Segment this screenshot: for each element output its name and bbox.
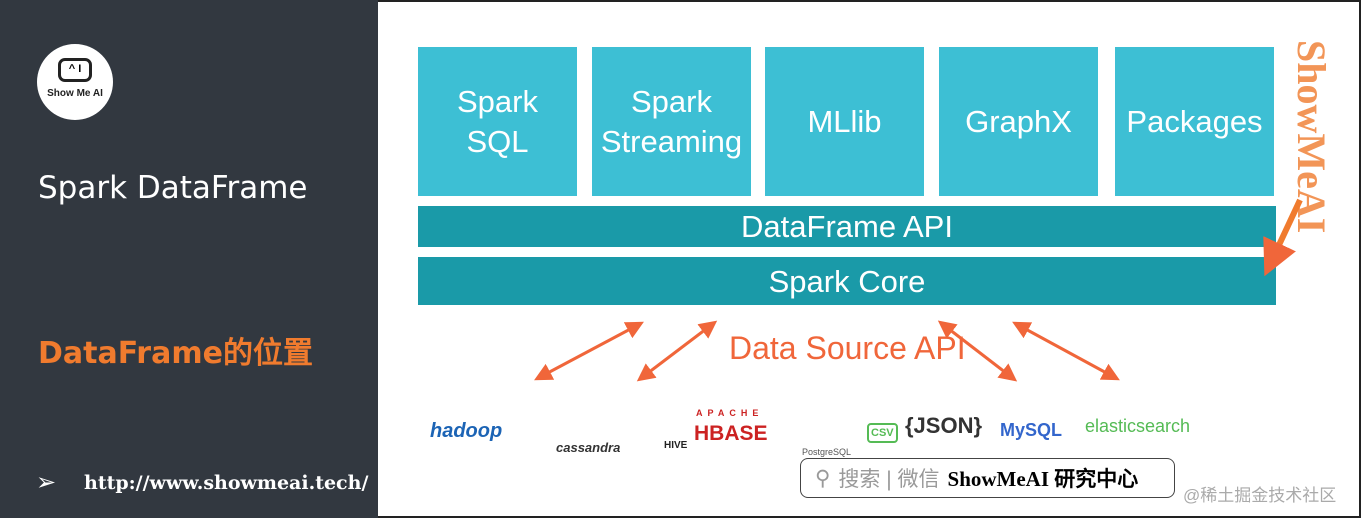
dataframe-api-bar: DataFrame API: [418, 206, 1276, 247]
module-tile: Packages: [1115, 47, 1274, 196]
cursor-icon: ➢: [36, 469, 57, 496]
elasticsearch-logo: elasticsearch: [1085, 416, 1191, 436]
search-icon: ⚲: [815, 466, 831, 490]
spark-core-bar: Spark Core: [418, 257, 1276, 305]
module-tile: Spark SQL: [418, 47, 577, 196]
arrow: [1012, 321, 1120, 381]
arrow: [937, 320, 1018, 382]
hive-logo: HIVE: [664, 440, 688, 451]
data-source-api-label: Data Source API: [729, 330, 966, 366]
postgresql-logo: PostgreSQL: [802, 447, 852, 457]
module-tile: MLlib: [765, 47, 924, 196]
sidebar: ^ I Show Me AI Spark DataFrame DataFrame…: [0, 0, 378, 518]
diagram-area: [378, 0, 1361, 518]
hadoop-logo: hadoop: [430, 420, 503, 442]
pointer-arrow: [1263, 198, 1303, 277]
hbase-logo: HBASE: [694, 422, 768, 445]
credit: @稀土掘金技术社区: [1183, 486, 1337, 505]
apache-label: APACHE: [696, 408, 764, 418]
module-tile: GraphX: [939, 47, 1098, 196]
showmeai-logo: ^ I Show Me AI: [37, 44, 113, 120]
page-title: Spark DataFrame: [38, 170, 308, 206]
page-subtitle: DataFrame的位置: [38, 336, 313, 371]
arrow: [534, 321, 644, 381]
website-link[interactable]: http://www.showmeai.tech/: [84, 472, 369, 494]
csv-logo: CSV: [867, 423, 898, 443]
json-logo: {JSON}: [905, 413, 983, 438]
cassandra-logo: cassandra: [556, 440, 621, 455]
arrow: [636, 320, 718, 382]
mysql-logo: MySQL: [1000, 420, 1063, 440]
module-tile: Spark Streaming: [592, 47, 751, 196]
search-box[interactable]: ⚲ 搜索 | 微信 ShowMeAI 研究中心: [800, 458, 1175, 498]
